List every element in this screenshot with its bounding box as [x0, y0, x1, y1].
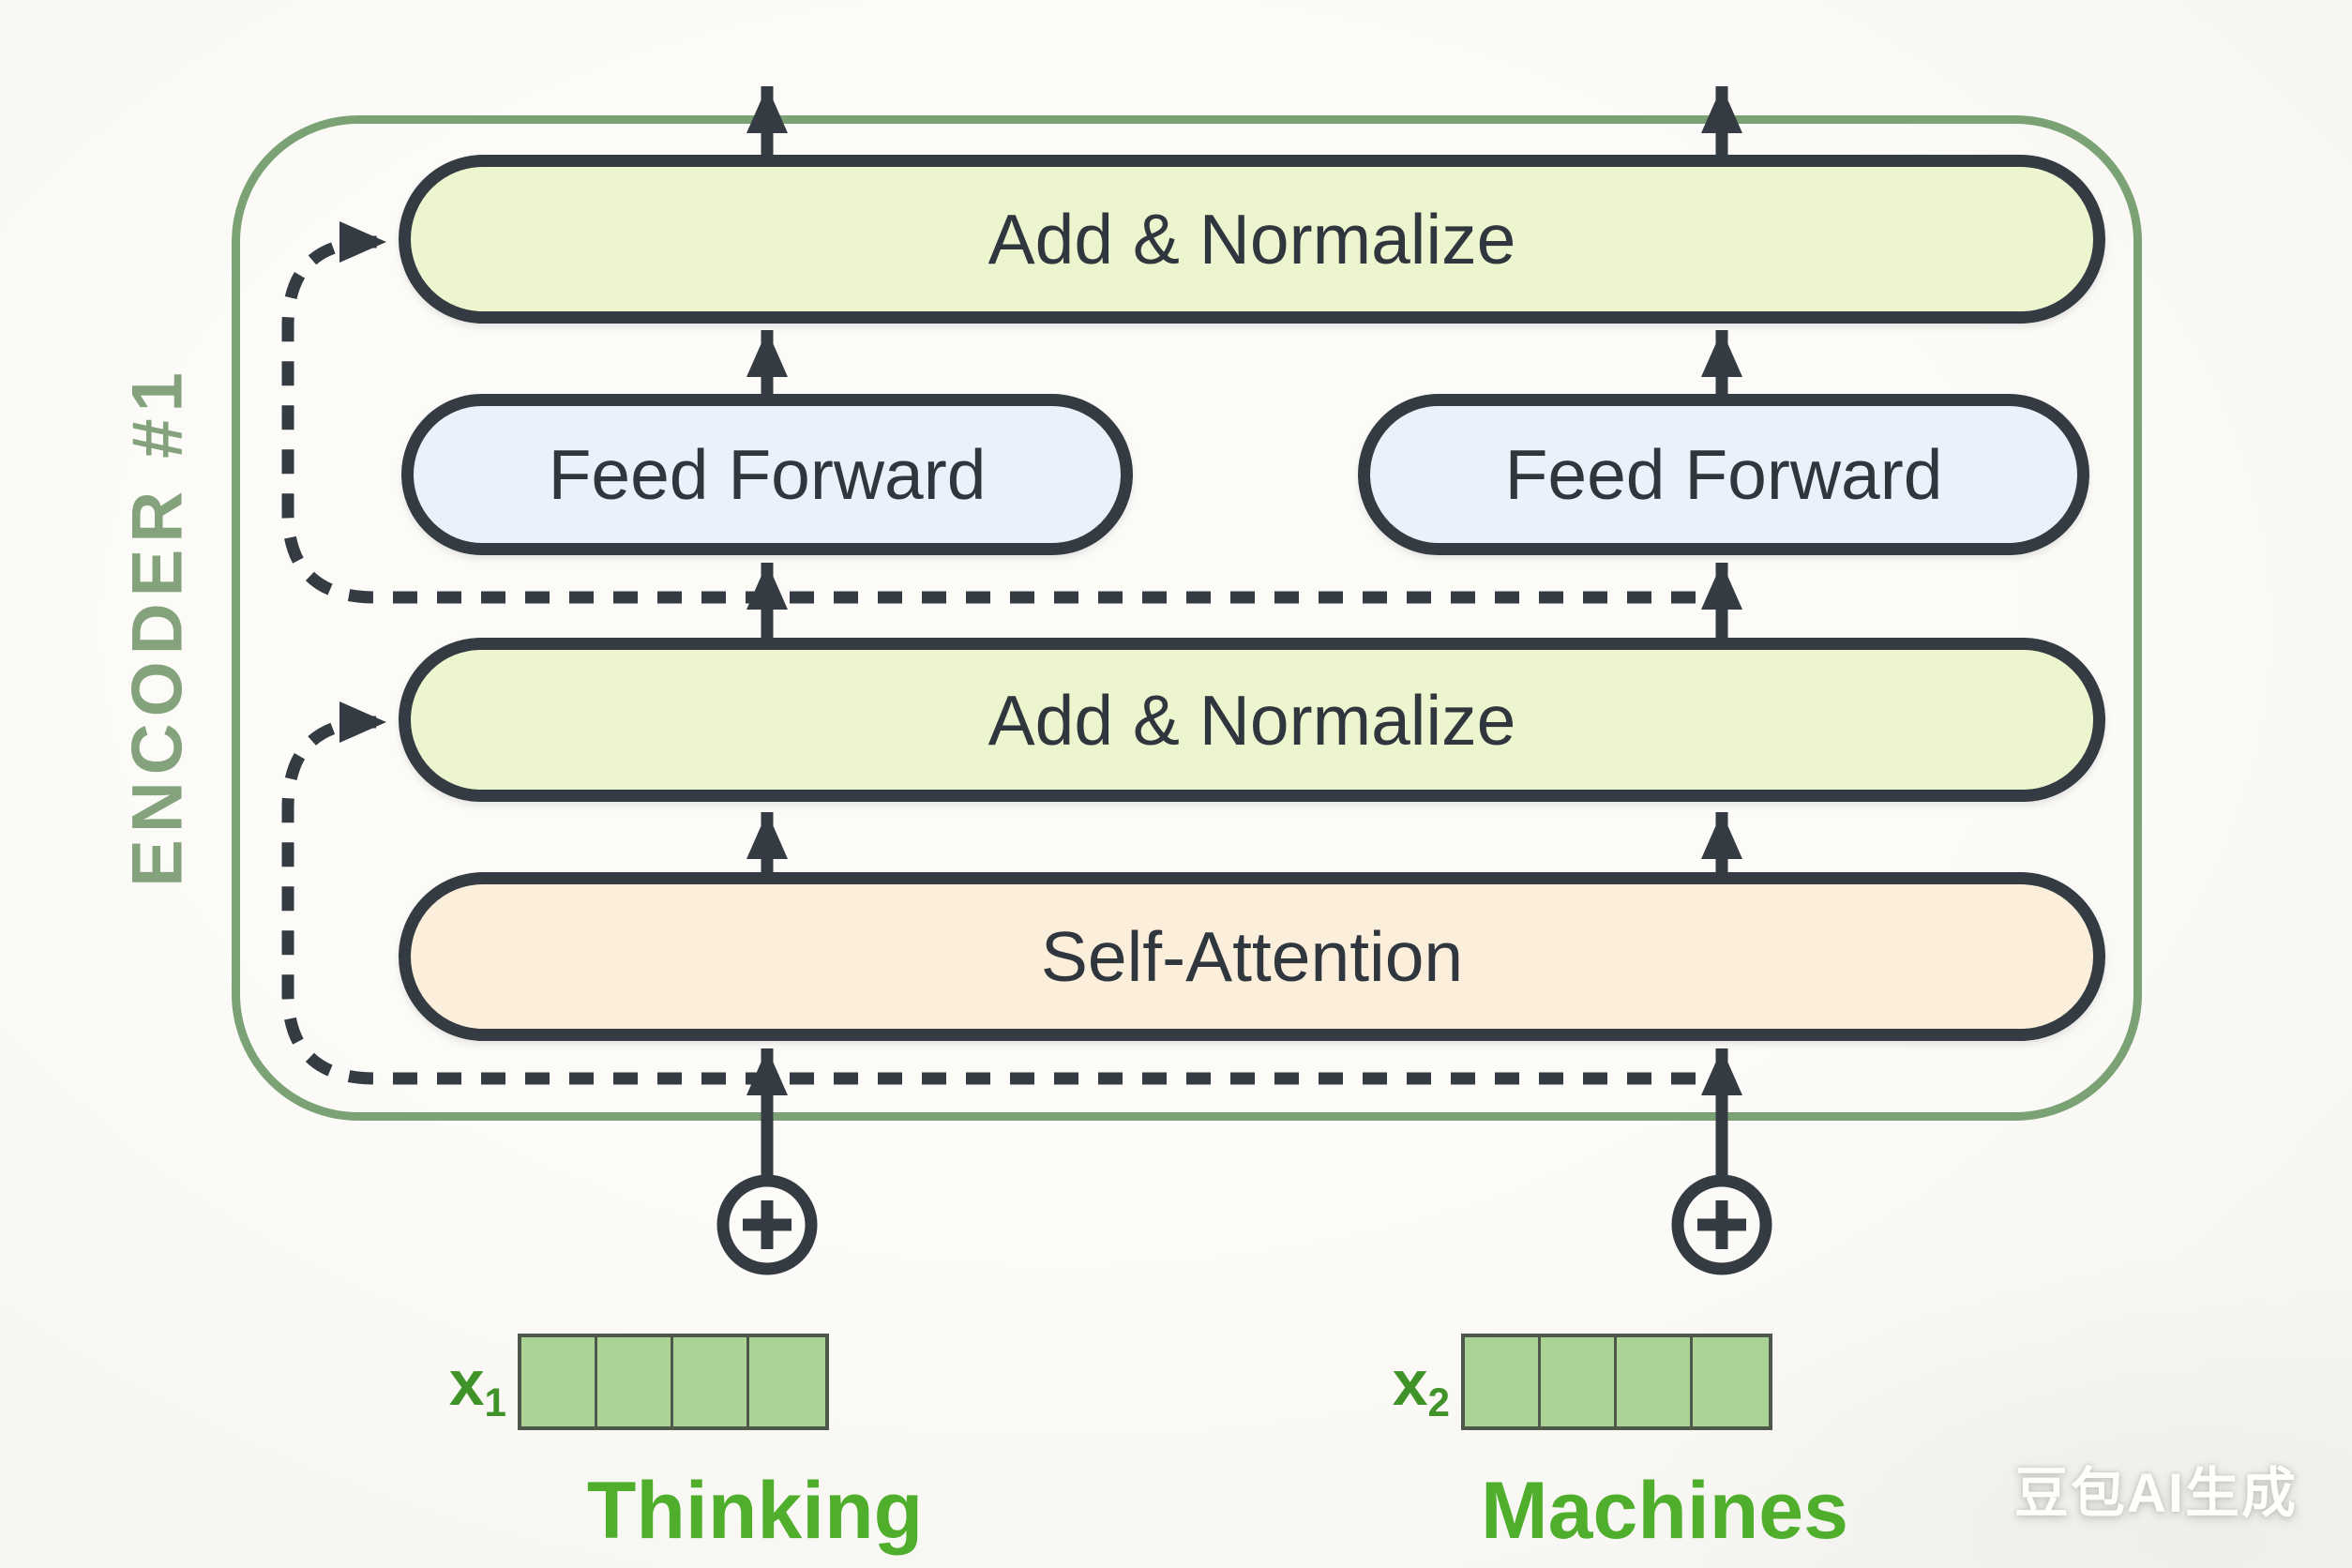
vector-cell — [1617, 1337, 1693, 1426]
residual-dashed-arrow-top — [281, 221, 1696, 604]
vector-label-x1: x1 — [403, 1339, 506, 1428]
embedding-vector-x1 — [518, 1334, 829, 1430]
self-attention-block: Self-Attention — [399, 872, 2105, 1041]
vector-label-x2: x2 — [1347, 1339, 1450, 1428]
vector-cell — [1465, 1337, 1541, 1426]
residual-dashed-arrow-bottom — [281, 701, 1696, 1085]
add-normalize-top-block: Add & Normalize — [399, 155, 2105, 324]
x1-base: x — [448, 1348, 485, 1419]
input-word-thinking: Thinking — [586, 1466, 924, 1556]
vector-cell — [521, 1337, 597, 1426]
input-word-machines: Machines — [1481, 1466, 1848, 1556]
encoder-frame — [232, 115, 2142, 1121]
add-normalize-bottom-label: Add & Normalize — [988, 680, 1516, 760]
ai-generated-watermark: 豆包AI生成 — [2014, 1463, 2299, 1524]
plus-circle-icon-right — [1671, 1174, 1772, 1275]
vector-cell — [1541, 1337, 1617, 1426]
feed-forward-right-label: Feed Forward — [1504, 435, 1943, 514]
x1-sub: 1 — [484, 1380, 506, 1425]
feed-forward-right-block: Feed Forward — [1358, 394, 2089, 555]
x2-sub: 2 — [1427, 1380, 1450, 1425]
self-attention-label: Self-Attention — [1040, 917, 1464, 996]
embedding-vector-x2 — [1461, 1334, 1772, 1430]
vector-cell — [597, 1337, 673, 1426]
feed-forward-left-label: Feed Forward — [548, 435, 987, 514]
vector-cell — [673, 1337, 749, 1426]
add-normalize-top-label: Add & Normalize — [988, 200, 1516, 279]
x2-base: x — [1392, 1348, 1428, 1419]
plus-circle-icon-left — [716, 1174, 818, 1275]
add-normalize-bottom-block: Add & Normalize — [399, 638, 2105, 802]
